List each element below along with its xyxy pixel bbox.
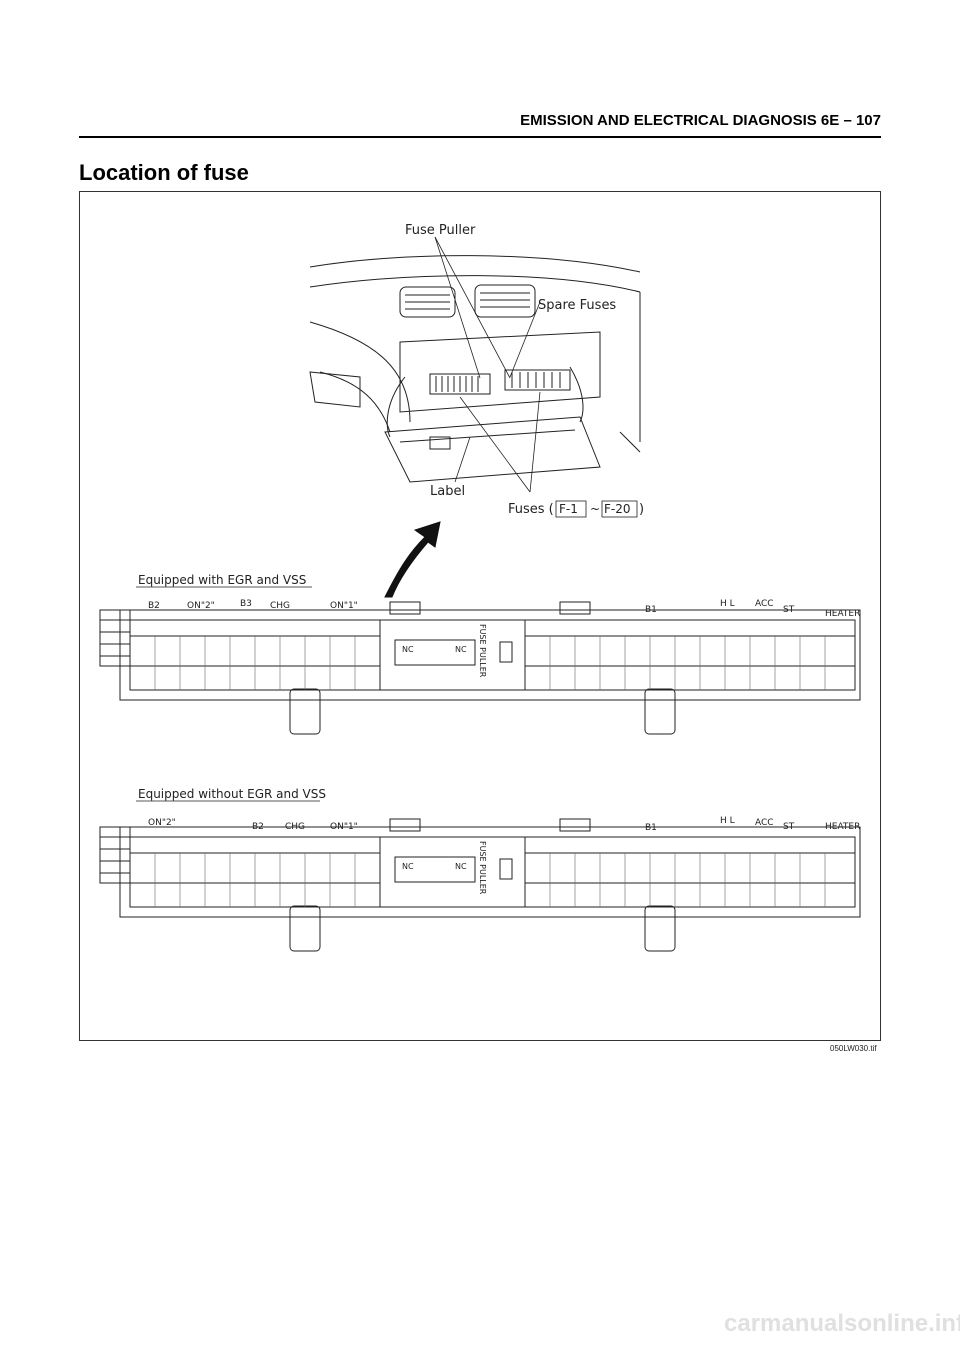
fuse-location-figure: Fuse Puller Spare Fuses Label Fuses ( F-… [79,191,881,1041]
box1-label-acc: ACC [755,599,774,609]
fuses-prefix: Fuses ( [508,502,554,517]
box2-label-on2: ON"2" [148,818,176,828]
fuse-box-2-caption: Equipped without EGR and VSS [138,787,326,801]
box1-puller-label: FUSE PULLER [478,624,487,678]
fuse-box-without-egr: Equipped without EGR and VSS [99,787,861,952]
box2-label-st: ST [783,822,795,832]
box2-nc-2: NC [455,862,467,871]
box1-label-st: ST [783,605,795,615]
box1-label-b2: B2 [148,601,160,611]
box1-label-on2: ON"2" [187,601,215,611]
box2-label-heater: HEATER [825,822,860,832]
header-rule [79,136,881,138]
page-header: EMISSION AND ELECTRICAL DIAGNOSIS 6E – 1… [520,112,881,129]
section-title: Location of fuse [79,160,249,185]
label-callout: Label [430,484,465,499]
box2-label-b2: B2 [252,822,264,832]
box2-label-chg: CHG [285,822,305,832]
box1-nc-2: NC [455,645,467,654]
box1-label-b3: B3 [240,599,252,609]
leader-lines [434,236,541,493]
box2-puller-label: FUSE PULLER [478,841,487,895]
fuse-puller-label: Fuse Puller [405,223,476,238]
box1-label-b1: B1 [645,605,657,615]
figure-code: 050LW030.tif [830,1044,877,1053]
spare-fuses-label: Spare Fuses [538,298,616,313]
fuse-illustration: Fuse Puller Spare Fuses Label Fuses ( F-… [99,223,861,952]
fuse-last: F-20 [604,502,631,516]
box1-label-on1: ON"1" [330,601,358,611]
box1-label-chg: CHG [270,601,290,611]
fuse-box-1-caption: Equipped with EGR and VSS [138,573,306,587]
fuses-suffix: ) [639,502,644,517]
fuse-range-sep: ~ [590,502,600,516]
box1-label-hl: H L [720,599,735,609]
box2-nc-1: NC [402,862,414,871]
box2-label-hl: H L [720,816,735,826]
box2-label-b1: B1 [645,823,657,833]
box1-label-heater: HEATER [825,609,860,619]
fuse-box-with-egr: Equipped with EGR and VSS [99,573,861,735]
box2-label-acc: ACC [755,818,774,828]
up-arrow-icon [384,521,441,598]
watermark: carmanualsonline.info [724,1310,960,1337]
box1-nc-1: NC [402,645,414,654]
dashboard-drawing [309,255,641,483]
fuse-first: F-1 [559,502,578,516]
box2-label-on1: ON"1" [330,822,358,832]
